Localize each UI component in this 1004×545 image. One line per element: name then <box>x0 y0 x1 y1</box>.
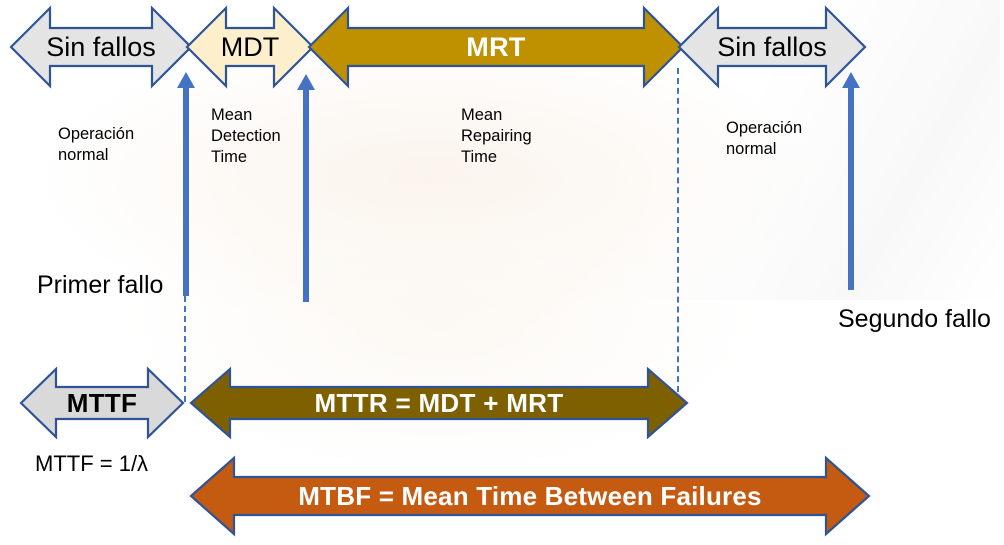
caption-operacion-normal-left: Operación normal <box>58 125 135 165</box>
marker-detection-end-up-arrow <box>296 74 316 302</box>
timeline-bar-sin-fallos-left: Sin fallos <box>9 5 193 89</box>
guide-right-dashed-line <box>677 68 679 402</box>
caption-operacion-normal-right: Operación normal <box>726 119 803 159</box>
timeline-bar-mdt: MDT <box>185 5 315 89</box>
guide-left-dashed-line <box>184 296 186 402</box>
marker-first-failure-up-arrow <box>176 72 196 296</box>
caption-mean-repairing-time: Mean Repairing Time <box>461 106 532 167</box>
timeline-bar-mrt: MRT <box>307 5 685 89</box>
event-label-primer-fallo: Primer fallo <box>37 271 164 299</box>
mttf-formula: MTTF = 1/λ <box>35 451 149 476</box>
summary-bar-mttr: MTTR = MDT + MRT <box>189 366 689 440</box>
summary-bar-mttf: MTTF <box>19 366 185 440</box>
timeline-bar-sin-fallos-right: Sin fallos <box>677 5 867 89</box>
caption-mean-detection-time: Mean Detection Time <box>211 106 281 167</box>
summary-bar-mtbf: MTBF = Mean Time Between Failures <box>189 455 871 537</box>
marker-second-failure-up-arrow <box>841 72 861 290</box>
event-label-segundo-fallo: Segundo fallo <box>838 305 991 333</box>
